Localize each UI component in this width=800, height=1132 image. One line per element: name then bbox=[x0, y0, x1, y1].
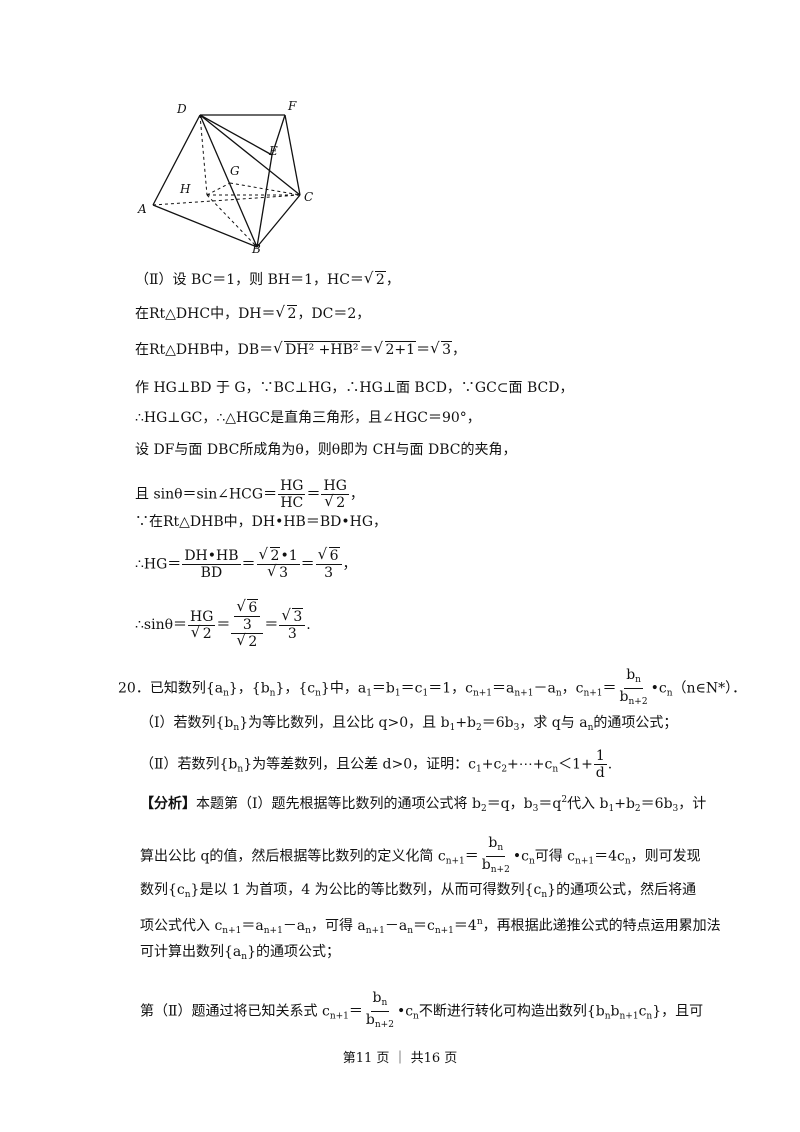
solution-line-3: 在Rt△DHB中，DB＝DH² +HB²＝2+1＝3， bbox=[135, 338, 466, 360]
analysis-line-4: 项公式代入 cn+1＝an+1－an，可得 an+1－an＝cn+1＝4n，再根… bbox=[140, 917, 721, 936]
label-G: G bbox=[230, 164, 240, 178]
label-A: A bbox=[137, 202, 147, 216]
label-C: C bbox=[304, 190, 313, 204]
analysis-line-3: 数列{cn}是以 1 为首项，4 为公比的等比数列，从而可得数列{cn}的通项公… bbox=[140, 882, 697, 900]
solution-line-2: 在Rt△DHC中，DH＝2，DC＝2， bbox=[135, 302, 370, 324]
label-E: E bbox=[268, 144, 278, 158]
solution-line-8: ∵在Rt△DHB中，DH•HB＝BD•HG， bbox=[135, 514, 388, 530]
solution-line-5: ∴HG⊥GC，∴△HGC是直角三角形，且∠HGC＝90°， bbox=[135, 410, 481, 426]
analysis-line-5: 可计算出数列{an}的通项公式； bbox=[140, 944, 340, 962]
label-B: B bbox=[251, 242, 261, 255]
page-footer: 第11 页 ｜ 共16 页 bbox=[342, 1051, 458, 1066]
question-20-part2: （Ⅱ）若数列{bn}为等差数列，且公差 d>0，证明：c1+c2+⋯+cn＜1+… bbox=[140, 748, 613, 781]
label-F: F bbox=[287, 99, 297, 113]
question-20-part1: （Ⅰ）若数列{bn}为等比数列，且公比 q>0，且 b1+b2＝6b3，求 q与… bbox=[140, 715, 678, 733]
solution-line-1: （Ⅱ）设 BC＝1，则 BH＝1，HC＝2， bbox=[135, 268, 400, 290]
geometry-figure: D F E G H A C B bbox=[137, 99, 313, 255]
label-D: D bbox=[176, 102, 187, 116]
solution-line-4: 作 HG⊥BD 于 G，∵BC⊥HG，∴HG⊥面 BCD，∵GC⊂面 BCD， bbox=[135, 380, 574, 396]
analysis-line-1: 【分析】本题第（Ⅰ）题先根据等比数列的通项公式将 b2＝q，b3＝q2代入 b1… bbox=[140, 795, 707, 814]
label-H: H bbox=[179, 182, 191, 196]
question-20: 20．已知数列{an}，{bn}，{cn}中，a1＝b1＝c1＝1，cn+1＝a… bbox=[118, 667, 747, 707]
solution-line-10: ∴sinθ＝HG2＝632＝33. bbox=[135, 598, 311, 650]
solution-line-6: 设 DF与面 DBC所成角为θ，则θ即为 CH与面 DBC的夹角， bbox=[135, 442, 517, 458]
